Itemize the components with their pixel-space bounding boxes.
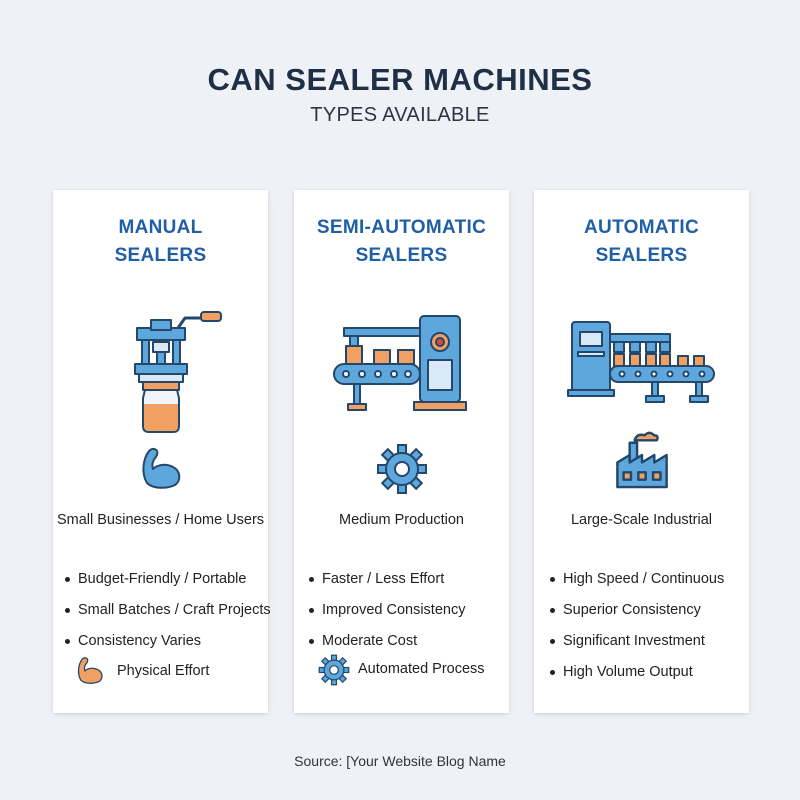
flexed-arm-icon bbox=[77, 657, 103, 684]
list-item: Superior Consistency bbox=[548, 601, 724, 632]
list-item-text: Consistency Varies bbox=[78, 633, 202, 649]
bullet-dot bbox=[309, 607, 314, 613]
audience-label: Medium Production bbox=[339, 512, 464, 528]
bullet-dot bbox=[65, 638, 70, 644]
list-item-text: Improved Consistency bbox=[322, 602, 466, 618]
list-item-text: Superior Consistency bbox=[563, 602, 701, 618]
list-item: Consistency Varies bbox=[63, 632, 271, 663]
feature-list: High Speed / Continuous Superior Consist… bbox=[548, 570, 724, 694]
list-item: High Speed / Continuous bbox=[548, 570, 724, 601]
footer-label: Physical Effort bbox=[117, 663, 210, 679]
card-title: SEMI-AUTOMATIC SEALERS bbox=[294, 214, 509, 270]
list-item: Small Batches / Craft Projects bbox=[63, 601, 271, 632]
list-item-text: High Speed / Continuous bbox=[563, 571, 725, 587]
factory-icon bbox=[616, 431, 668, 489]
list-item-text: Moderate Cost bbox=[322, 633, 418, 649]
page-title: CAN SEALER MACHINES bbox=[207, 62, 593, 97]
production-line-icon bbox=[567, 321, 715, 403]
bullet-dot bbox=[550, 576, 555, 582]
gear-icon bbox=[318, 654, 350, 686]
hand-crank-jar-sealer-icon bbox=[134, 311, 222, 433]
footer-label: Automated Process bbox=[358, 661, 485, 677]
list-item: Improved Consistency bbox=[307, 601, 465, 632]
card-title-line2: SEALERS bbox=[355, 245, 448, 266]
card-semi-automatic-sealers: SEMI-AUTOMATIC SEALERS bbox=[294, 190, 509, 713]
gear-icon bbox=[377, 444, 427, 494]
bullet-dot bbox=[309, 576, 314, 582]
bullet-dot bbox=[550, 607, 555, 613]
bullet-dot bbox=[309, 638, 314, 644]
list-item-text: Budget-Friendly / Portable bbox=[78, 571, 247, 587]
source-credit: Source: [Your Website Blog Name bbox=[294, 753, 506, 769]
card-title: MANUAL SEALERS bbox=[53, 214, 268, 270]
list-item: Significant Investment bbox=[548, 632, 724, 663]
list-item: Faster / Less Effort bbox=[307, 570, 465, 601]
card-title: AUTOMATIC SEALERS bbox=[534, 214, 749, 270]
card-title-line1: SEMI-AUTOMATIC bbox=[316, 217, 487, 238]
bullet-dot bbox=[65, 576, 70, 582]
bullet-dot bbox=[550, 669, 555, 675]
list-item: High Volume Output bbox=[548, 663, 724, 694]
card-automatic-sealers: AUTOMATIC SEALERS bbox=[534, 190, 749, 713]
card-title-line2: SEALERS bbox=[114, 245, 207, 266]
feature-list: Budget-Friendly / Portable Small Batches… bbox=[63, 570, 271, 663]
feature-list: Faster / Less Effort Improved Consistenc… bbox=[307, 570, 465, 663]
audience-label: Large-Scale Industrial bbox=[570, 512, 713, 528]
card-title-line1: AUTOMATIC bbox=[584, 217, 699, 238]
flexed-arm-icon bbox=[142, 447, 181, 489]
list-item-text: High Volume Output bbox=[563, 664, 693, 680]
audience-label: Small Businesses / Home Users bbox=[56, 512, 265, 528]
list-item: Budget-Friendly / Portable bbox=[63, 570, 271, 601]
page-subtitle: TYPES AVAILABLE bbox=[310, 104, 490, 126]
conveyor-sealer-icon bbox=[333, 315, 467, 411]
list-item: Moderate Cost bbox=[307, 632, 465, 663]
bullet-dot bbox=[550, 638, 555, 644]
card-manual-sealers: MANUAL SEALERS Small Businesses bbox=[53, 190, 271, 713]
card-title-line1: MANUAL bbox=[118, 217, 203, 238]
bullet-dot bbox=[65, 607, 70, 613]
list-item-text: Significant Investment bbox=[563, 633, 705, 649]
card-title-line2: SEALERS bbox=[595, 245, 688, 266]
list-item-text: Faster / Less Effort bbox=[322, 571, 445, 587]
list-item-text: Small Batches / Craft Projects bbox=[78, 602, 271, 618]
